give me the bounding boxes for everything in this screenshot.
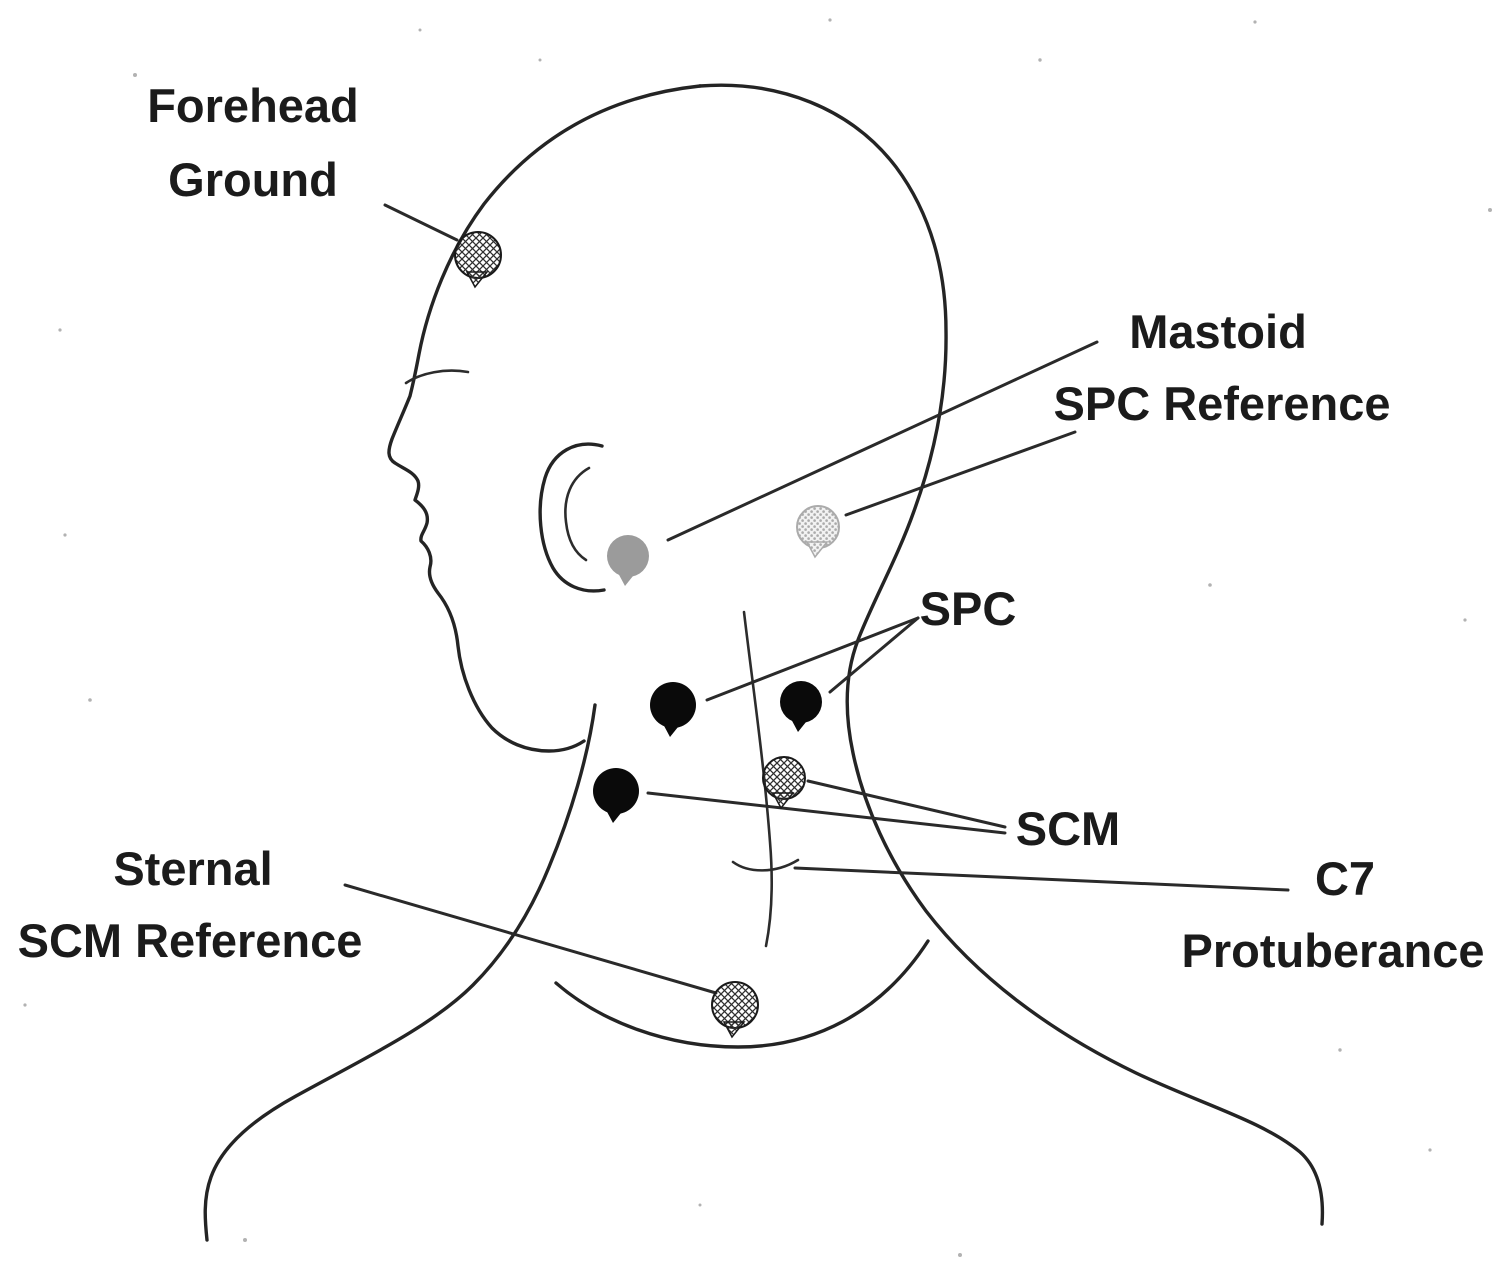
mastoid-label: Mastoid [1129, 305, 1307, 358]
c7-mark [731, 858, 800, 872]
c7-leader [793, 866, 1290, 892]
scm-left-electrode [593, 768, 639, 823]
electrode-markers [454, 231, 840, 1039]
eyebrow [404, 369, 470, 385]
ear-inner [564, 466, 591, 562]
forehead-ground-leader [383, 203, 459, 242]
c7-label-line1: C7 [1315, 852, 1375, 905]
spc-left-electrode [650, 682, 696, 737]
spc-reference-leader [844, 430, 1077, 517]
head-outline [203, 83, 1325, 1242]
face-profile-outline [387, 84, 702, 753]
spc-leader-right [828, 616, 920, 694]
spc-leader-left [705, 616, 920, 702]
forehead-ground-electrode [454, 231, 502, 289]
forehead-ground-label-line2: Ground [168, 153, 338, 206]
scm-leader-right [806, 779, 1007, 829]
spc-reference-label: SPC Reference [1054, 377, 1391, 430]
sternal-scm-reference-electrode [711, 981, 759, 1039]
leader-lines [343, 203, 1290, 995]
forehead-ground-label-line1: Forehead [147, 79, 359, 132]
mastoid-leader [666, 340, 1099, 542]
paper-speckles [23, 18, 1492, 1257]
scm-right-electrode [762, 756, 806, 810]
skull-back-outline [698, 83, 1325, 1226]
scm-leader-left [646, 791, 1007, 835]
sternal-reference-label-line1: Sternal [113, 842, 272, 895]
sternal-reference-label-line2: SCM Reference [18, 914, 363, 967]
spc-label: SPC [920, 582, 1017, 635]
c7-label-line2: Protuberance [1182, 924, 1485, 977]
labels: Forehead Ground Mastoid SPC Reference SP… [18, 79, 1485, 977]
spc-reference-electrode [796, 505, 840, 559]
scm-muscle-line [742, 610, 773, 948]
scm-label: SCM [1016, 802, 1120, 855]
neck-front-outline [203, 703, 597, 1242]
mastoid-electrode [607, 535, 649, 586]
spc-right-electrode [780, 681, 822, 732]
collar-curve [554, 939, 930, 1049]
ear-outer [538, 442, 606, 593]
sternal-reference-leader [343, 883, 718, 995]
